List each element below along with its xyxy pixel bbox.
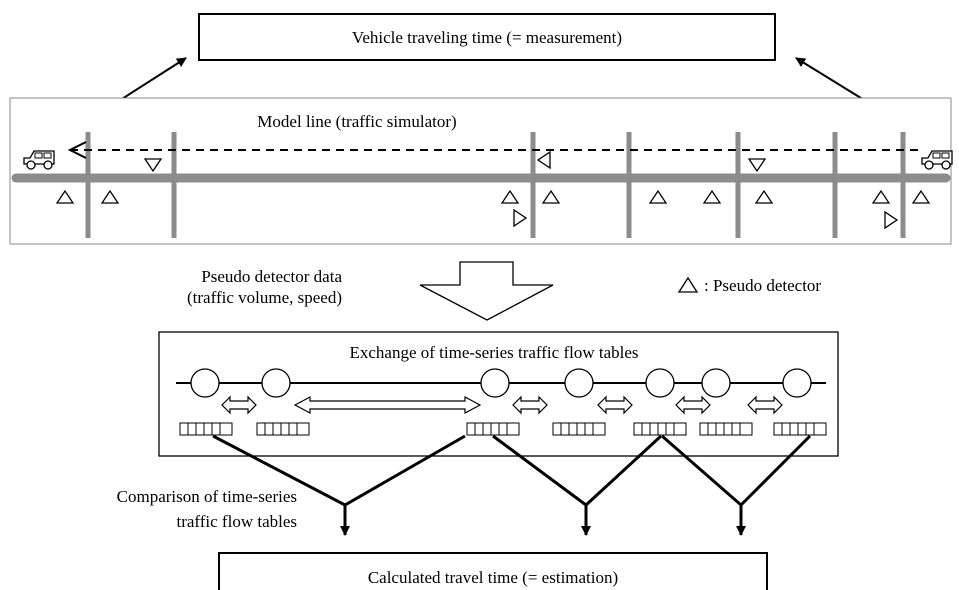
bidirectional-arrows [221,395,783,415]
traffic-flow-table-icon [179,422,233,436]
bidirectional-arrow-icon [675,395,711,415]
measurement-label: Vehicle traveling time (= measurement) [352,28,622,47]
pseudo-detectors [55,150,931,230]
pseudo-detector-icon [55,189,75,204]
comparison-line2: traffic flow tables [176,512,297,531]
bidirectional-arrow-icon [221,395,257,415]
pseudo-detector-icon [884,210,899,230]
pseudo-detector-icon [500,189,520,204]
pseudo-detector-icon [871,189,891,204]
comparison-line1: Comparison of time-series [117,487,297,506]
pseudo-detector-icon [747,158,767,173]
model-line-panel: Model line (traffic simulator) [9,97,953,245]
pseudo-detector-icon [536,150,551,170]
exchange-panel: Exchange of time-series traffic flow tab… [158,331,839,457]
pseudo-detector-icon [541,189,561,204]
traffic-flow-table-icon [552,422,606,436]
down-block-arrow-icon [419,261,554,321]
bidirectional-arrow-icon [747,395,783,415]
estimation-box: Calculated travel time (= estimation) [218,552,768,590]
model-line-label: Model line (traffic simulator) [257,112,456,131]
pseudo-detector-icon [143,158,163,173]
legend-label: : Pseudo detector [704,276,821,295]
pseudo-detector-icon [702,189,722,204]
bidirectional-arrow-icon [293,396,482,414]
pseudo-detector-icon [911,189,931,204]
traffic-flow-table-icon [773,422,827,436]
pseudo-data-line1: Pseudo detector data [201,267,342,286]
estimation-label: Calculated travel time (= estimation) [368,568,618,587]
traffic-flow-table-icon [466,422,520,436]
pseudo-detector-icon [648,189,668,204]
pseudo-detector-icon [513,208,528,228]
comparison-branches [212,434,812,536]
pseudo-detector-icon [100,189,120,204]
exchange-label: Exchange of time-series traffic flow tab… [349,343,638,362]
nodes [190,368,812,398]
traffic-flow-table-icon [256,422,310,436]
traffic-flow-table-icon [633,422,687,436]
bidirectional-arrow-icon [597,395,633,415]
travel-path [67,141,922,159]
pseudo-detector-icon [754,189,774,204]
traffic-flow-table-icon [699,422,753,436]
legend-detector-icon [677,276,699,293]
pseudo-data-line2: (traffic volume, speed) [187,288,342,307]
measurement-box: Vehicle traveling time (= measurement) [198,13,776,61]
bidirectional-arrow-icon [512,395,548,415]
